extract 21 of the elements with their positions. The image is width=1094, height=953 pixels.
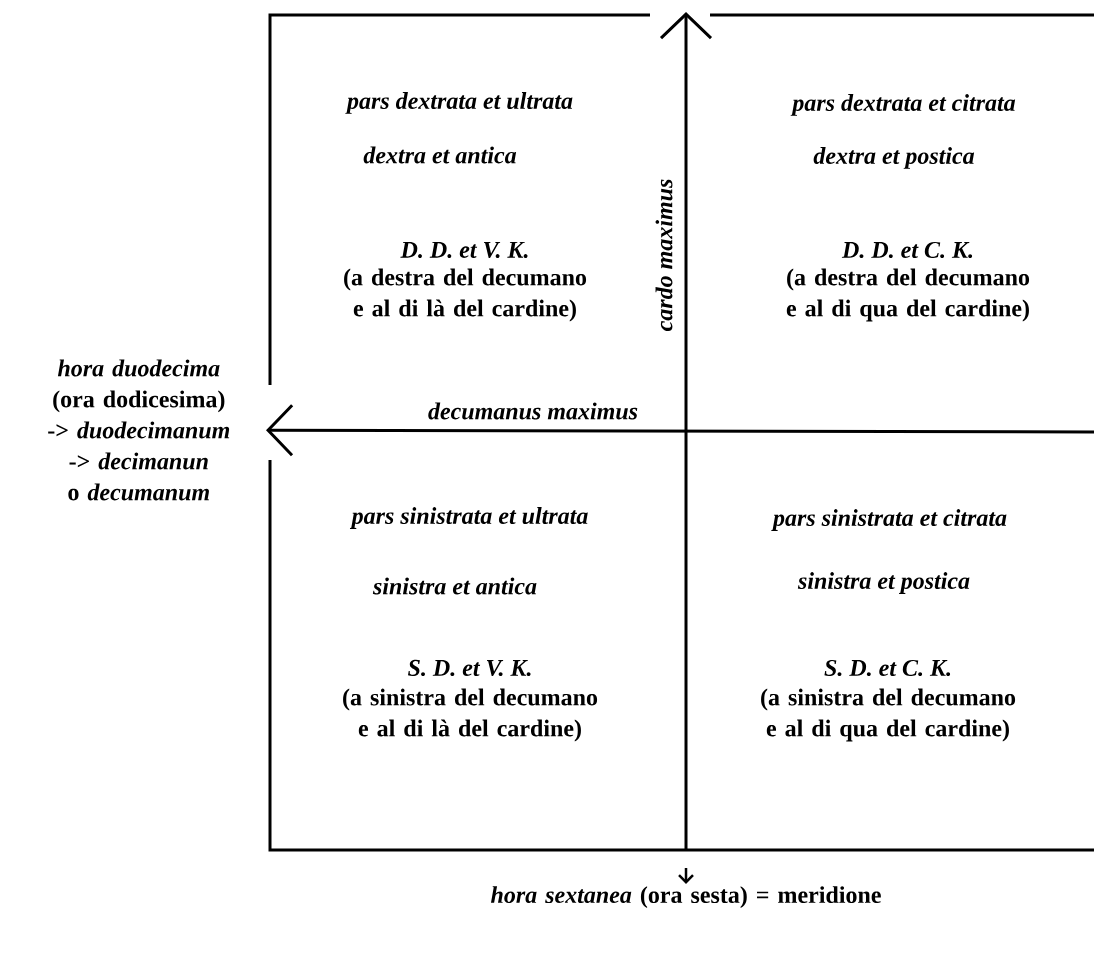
part-label: pars dextrata et citrata	[790, 94, 1016, 116]
arrow	[266, 404, 1094, 457]
part-label: sinistra et antica	[372, 577, 537, 595]
part-label: dextra et antica	[363, 146, 517, 164]
direction-label: hora duodecima (ora dodicesima) -> duodecimanum -> decimanun o decumanum	[48, 359, 230, 501]
part-label: pars dextrata et ultrata	[345, 92, 573, 114]
edge-label: decumanus maximus	[427, 401, 640, 421]
part-label: pars sinistrata et citrata	[771, 509, 1007, 531]
part-label: (a sinistra del decumano e al di qua del cardine)	[761, 688, 1016, 742]
part-label: S. D. et V. K.	[408, 659, 531, 677]
part-label: pars sinistrata et ultrata	[349, 507, 588, 529]
part-label: dextra et postica	[813, 147, 975, 169]
part-label: D. D. et C. K.	[841, 241, 973, 259]
part-label: D. D. et V. K.	[400, 241, 528, 259]
part-label: (a destra del decumano e al di qua del cardine)	[786, 268, 1030, 322]
axis-label: cardo maximus	[655, 179, 673, 331]
direction-label: hora sextanea (ora sesta) = meridione	[491, 886, 881, 908]
part-label: (a destra del decumano e al di là del cardine)	[344, 268, 587, 322]
part-label: sinistra et postica	[797, 572, 970, 594]
part-label: (a sinistra del decumano e al di là del cardine)	[343, 688, 598, 742]
part-label: S. D. et C. K.	[824, 659, 951, 677]
